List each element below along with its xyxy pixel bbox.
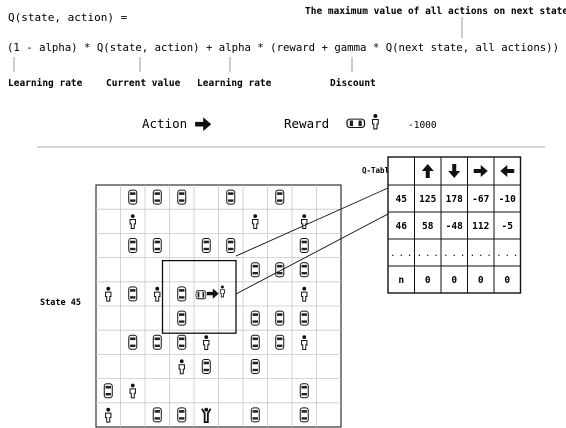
agent-view-box: [161, 259, 237, 334]
qtable-state-cell: 45: [396, 194, 408, 205]
car-icon: [275, 189, 285, 205]
qtable-value-cell: . . .: [417, 250, 438, 258]
car-icon: [177, 334, 187, 350]
car-icon: [346, 118, 366, 129]
car-icon: [152, 407, 162, 423]
qtable-state-cell: 46: [396, 221, 408, 232]
car-icon: [152, 238, 162, 253]
car-icon: [152, 189, 162, 205]
qtable-border: [387, 156, 522, 294]
car-icon: [177, 310, 187, 326]
formula-expression: (1 - alpha) * Q(state, action) + alpha *…: [7, 42, 559, 54]
car-icon: [299, 262, 309, 278]
qtable-value-cell: 125: [419, 194, 436, 205]
car-icon: [201, 238, 211, 253]
car-icon: [250, 407, 260, 423]
qtable-state-cell: n: [398, 275, 404, 286]
arrow-right-icon: [195, 117, 212, 132]
qtable-value-cell: . . .: [470, 250, 491, 258]
qtable-value-cell: 0: [425, 275, 431, 286]
connector-top: [235, 187, 389, 257]
car-icon: [103, 383, 113, 399]
car-icon: [226, 238, 236, 253]
qtable-value-cell: 58: [422, 221, 434, 232]
annotation-learning-rate-1: Learning rate: [8, 78, 83, 89]
grid-world: [95, 184, 342, 428]
car-icon: [299, 383, 309, 399]
car-icon: [177, 286, 187, 302]
state-label: State 45: [40, 298, 81, 308]
car-icon: [250, 262, 260, 278]
qtable-value-cell: 178: [446, 194, 463, 205]
qtable-value-cell: 0: [451, 275, 457, 286]
person-icon: [372, 113, 379, 130]
reward-label: Reward: [284, 116, 329, 131]
annotation-discount: Discount: [330, 78, 376, 89]
car-icon: [226, 189, 236, 205]
connector-bottom: [235, 213, 389, 295]
formula-lhs: Q(state, action) =: [8, 11, 128, 24]
car-icon: [128, 334, 138, 350]
qtable-value-cell: -48: [446, 221, 463, 232]
annotation-max-next: The maximum value of all actions on next…: [305, 6, 566, 17]
car-icon: [275, 310, 285, 326]
reward-value: -1000: [408, 120, 437, 131]
q-table: 45 125 178 -67 -10 46 58 -48 112 -5 . . . . . . . . …: [387, 156, 522, 294]
annotation-learning-rate-2: Learning rate: [197, 78, 272, 89]
qtable-value-cell: 112: [472, 221, 489, 232]
car-icon: [128, 189, 138, 205]
qtable-value-cell: . . .: [497, 250, 518, 258]
car-icon: [299, 407, 309, 423]
car-icon: [177, 407, 187, 423]
car-icon: [250, 310, 260, 326]
car-icon: [250, 334, 260, 350]
car-icon: [195, 290, 207, 300]
car-icon: [128, 286, 138, 302]
qtable-value-cell: -67: [472, 194, 489, 205]
qtable-state-cell: . . .: [391, 250, 412, 258]
car-icon: [152, 334, 162, 350]
car-icon: [177, 189, 187, 205]
action-label: Action: [142, 116, 187, 131]
qtable-value-cell: -10: [499, 194, 516, 205]
qtable-title: Q-Table: [362, 166, 394, 175]
car-icon: [275, 334, 285, 350]
car-icon: [250, 359, 260, 374]
car-icon: [201, 359, 211, 374]
qtable-value-cell: 0: [478, 275, 484, 286]
qtable-value-cell: 0: [504, 275, 510, 286]
car-icon: [299, 310, 309, 326]
annotation-current-value: Current value: [106, 78, 181, 89]
car-icon: [299, 238, 309, 253]
car-icon: [128, 238, 138, 253]
qtable-value-cell: . . .: [444, 250, 465, 258]
qtable-value-cell: -5: [502, 221, 514, 232]
